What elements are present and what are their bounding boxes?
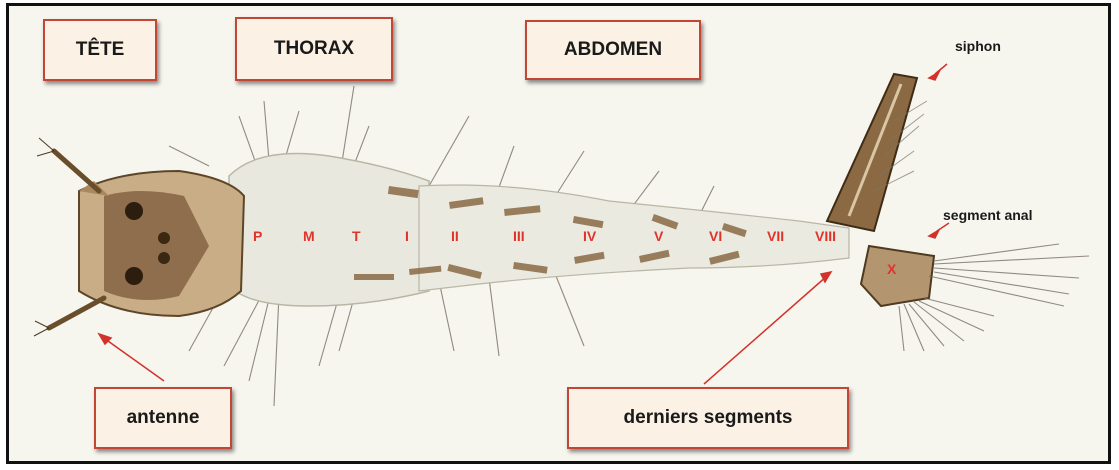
segment-label-vi: VI [709, 228, 722, 244]
tete-box: TÊTE [43, 19, 157, 81]
head-capsule [79, 171, 244, 316]
tete-label: TÊTE [76, 39, 125, 61]
abdomen-label: ABDOMEN [564, 39, 662, 61]
segment-label-iv: IV [583, 228, 597, 244]
segment-label-v: V [654, 228, 664, 244]
segment-label-i: I [405, 228, 409, 244]
segment-label-p: P [253, 228, 262, 244]
derniers-segments-box: derniers segments [567, 387, 849, 449]
segment-label-viii: VIII [815, 228, 836, 244]
segment-label-m: M [303, 228, 315, 244]
segment-label-t: T [352, 228, 361, 244]
segment-label-x: X [887, 261, 897, 277]
siphon-label: siphon [955, 38, 1001, 54]
abdomen-box: ABDOMEN [525, 20, 701, 80]
antenne-label: antenne [127, 407, 200, 429]
thorax-box: THORAX [235, 17, 393, 81]
segment-label-ii: II [451, 228, 459, 244]
figure-frame: P M T I II III IV V VI VII VIII X TÊTE T… [6, 3, 1111, 464]
abdomen-body [419, 185, 849, 291]
antenne-box: antenne [94, 387, 232, 449]
thorax-label: THORAX [274, 38, 354, 60]
segment-anal-label: segment anal [943, 207, 1032, 223]
segment-label-iii: III [513, 228, 525, 244]
siphon-structure [827, 74, 927, 231]
segment-label-vii: VII [767, 228, 784, 244]
derniers-segments-label: derniers segments [624, 407, 793, 429]
